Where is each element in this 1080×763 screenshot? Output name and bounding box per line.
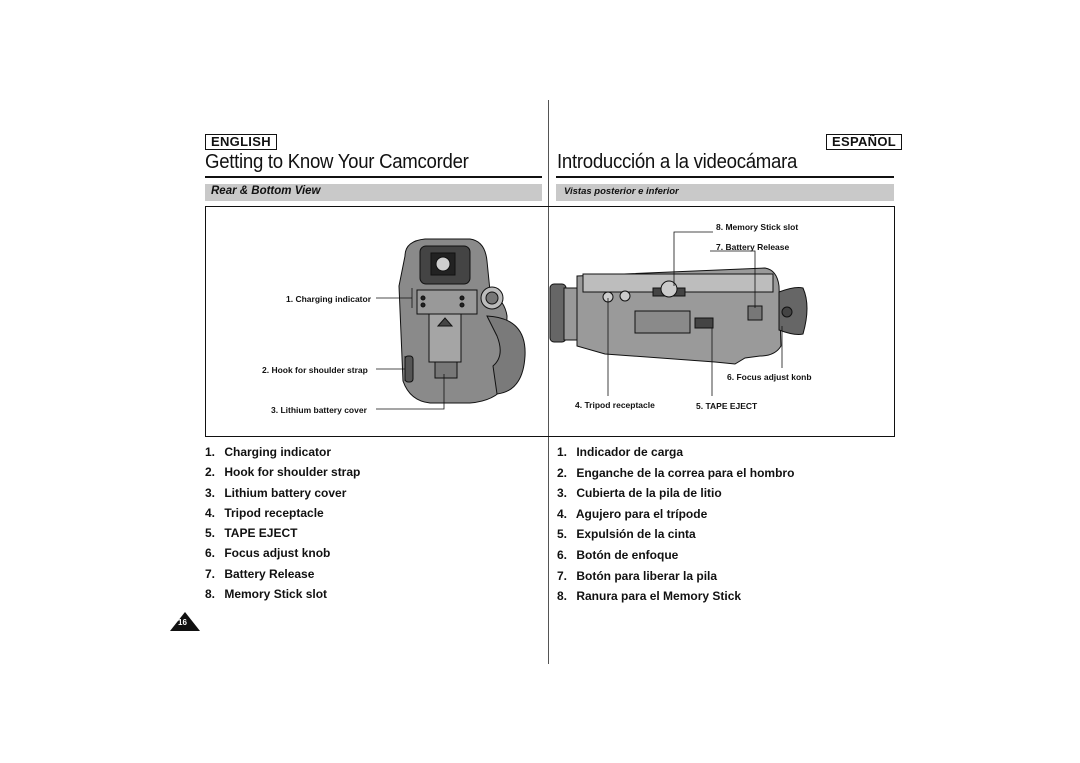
- rear-view-camcorder: [398, 238, 526, 404]
- list-item: 7. Battery Release: [205, 566, 315, 581]
- list-item: 8. Ranura para el Memory Stick: [557, 589, 742, 604]
- list-item: 4. Agujero para el trípode: [557, 506, 708, 521]
- bottom-view-camcorder: [549, 267, 808, 365]
- english-title-rule: [205, 176, 542, 178]
- list-item: 8. Memory Stick slot: [205, 587, 328, 602]
- english-section-title: Rear & Bottom View: [211, 185, 321, 197]
- english-parts-list: 1. Charging indicator 2. Hook for should…: [205, 442, 360, 604]
- callout-memory-stick-slot: 8. Memory Stick slot: [716, 222, 799, 232]
- english-tag: ENGLISH: [205, 134, 277, 150]
- list-item: 2. Enganche de la correa para el hombro: [557, 465, 795, 480]
- column-divider: [548, 100, 549, 664]
- camcorder-illustration: [376, 231, 808, 410]
- callout-battery-release: 7. Battery Release: [716, 242, 790, 252]
- list-item: 5. TAPE EJECT: [205, 526, 298, 541]
- list-item: 3. Cubierta de la pila de litio: [557, 486, 722, 501]
- callout-tripod-receptacle: 4. Tripod receptacle: [575, 400, 655, 410]
- list-item: 6. Botón de enfoque: [557, 547, 679, 562]
- english-section-bar: Rear & Bottom View: [205, 184, 542, 201]
- english-title: Getting to Know Your Camcorder: [205, 151, 469, 173]
- list-item: 1. Charging indicator: [205, 445, 332, 459]
- list-item: 4. Tripod receptacle: [205, 505, 324, 520]
- spanish-parts-list: 1. Indicador de carga 2. Enganche de la …: [557, 442, 794, 607]
- bottom-callout-lines: [607, 231, 783, 396]
- callout-focus-adjust: 6. Focus adjust konb: [727, 372, 812, 382]
- rear-callout-lines: [376, 288, 445, 410]
- callout-charging-indicator: 1. Charging indicator: [286, 294, 372, 304]
- spanish-title-rule: [556, 176, 894, 178]
- spanish-section-bar: Vistas posterior e inferior: [556, 184, 894, 201]
- list-item: 1. Indicador de carga: [557, 445, 684, 459]
- callout-lithium-battery-cover: 3. Lithium battery cover: [271, 405, 367, 415]
- espanol-tag: ESPAÑOL: [826, 134, 902, 150]
- callout-hook-shoulder-strap: 2. Hook for shoulder strap: [262, 365, 368, 375]
- spanish-title: Introducción a la videocámara: [557, 151, 798, 173]
- callout-tape-eject: 5. TAPE EJECT: [696, 401, 758, 411]
- list-item: 6. Focus adjust knob: [205, 546, 331, 561]
- page-number: 16: [178, 618, 187, 627]
- list-item: 5. Expulsión de la cinta: [557, 527, 696, 542]
- page-number-badge: 16: [170, 612, 200, 631]
- spanish-section-title: Vistas posterior e inferior: [564, 186, 679, 197]
- list-item: 2. Hook for shoulder strap: [205, 465, 361, 480]
- figure-box: [205, 206, 895, 437]
- list-item: 7. Botón para liberar la pila: [557, 568, 718, 583]
- list-item: 3. Lithium battery cover: [205, 485, 347, 500]
